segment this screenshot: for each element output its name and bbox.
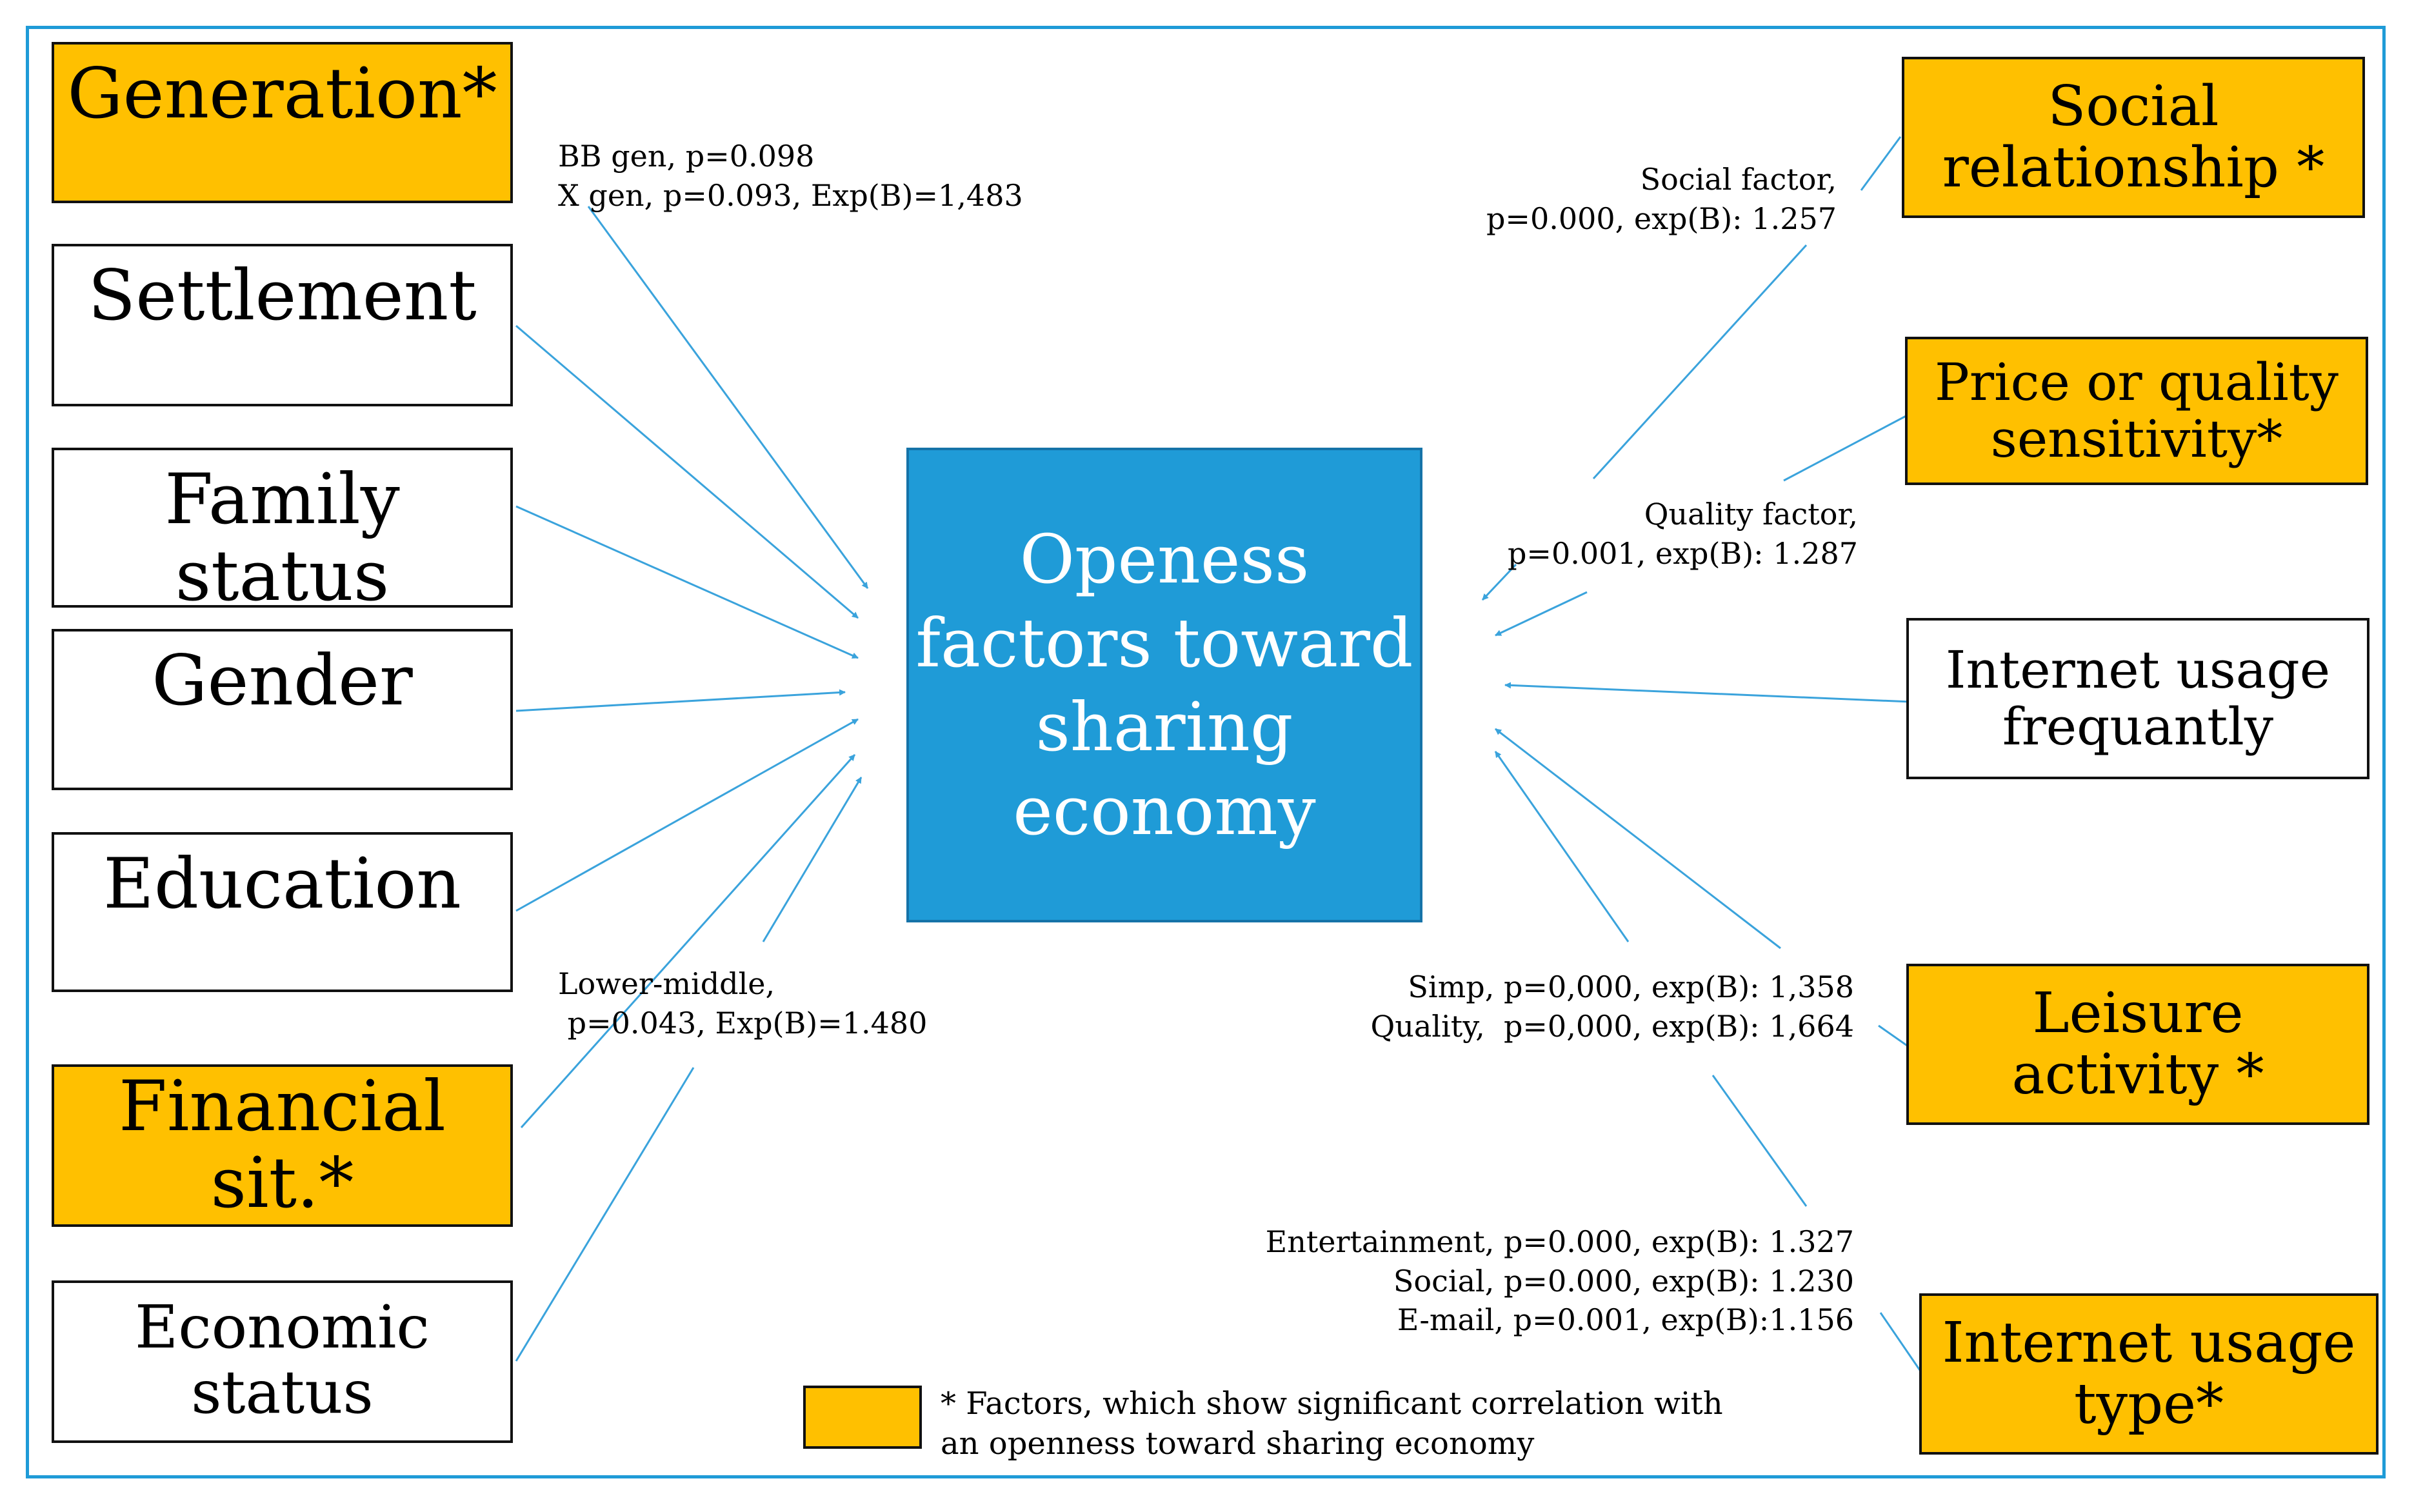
box-price-quality: Price or quality sensitivity* <box>1905 337 2368 485</box>
box-leisure-activity: Leisure activity * <box>1906 964 2369 1125</box>
arrow-education <box>515 718 859 912</box>
arrow-generation <box>587 206 869 589</box>
box-generation-label: Generation* <box>67 54 497 134</box>
arrow-social-relationship <box>1592 244 1808 480</box>
box-gender-label: Gender <box>152 641 413 721</box>
box-generation: Generation* <box>52 42 513 203</box>
box-internet-type-label: Internet usage type* <box>1942 1311 2356 1437</box>
annotation-leisure: Simp, p=0,000, exp(B): 1,358 Quality, p=… <box>1370 970 1854 1044</box>
arrow-social-relationship-head <box>1481 563 1517 601</box>
arrow-social-relationship-lead <box>1860 136 1902 191</box>
arrow-internet-frequency <box>1504 682 1911 703</box>
arrow-price-quality <box>1495 591 1588 637</box>
box-family-status-label: Family status <box>165 459 400 617</box>
box-gender: Gender <box>52 629 513 790</box>
box-leisure-activity-label: Leisure activity * <box>2011 981 2264 1107</box>
box-social-relationship: Social relationship * <box>1902 57 2365 218</box>
arrow-economic-head <box>762 777 863 942</box>
box-price-quality-label: Price or quality sensitivity* <box>1934 352 2339 469</box>
annotation-social: Social factor, p=0.000, exp(B): 1.257 <box>1486 162 1837 236</box>
arrow-internet-type <box>1494 751 1630 942</box>
box-internet-frequency-label: Internet usage frequantly <box>1945 640 2331 757</box>
box-economic-status: Economic status <box>52 1280 513 1443</box>
annotation-financial: Lower-middle, p=0.043, Exp(B)=1.480 <box>558 966 928 1040</box>
legend-swatch <box>803 1386 922 1449</box>
figure-frame <box>26 26 2386 1478</box>
box-settlement-label: Settlement <box>88 255 477 336</box>
box-internet-type: Internet usage type* <box>1919 1293 2379 1455</box>
annotation-internet-type: Entertainment, p=0.000, exp(B): 1.327 So… <box>1265 1224 1854 1338</box>
arrow-internet-type-lead-b <box>1879 1312 1924 1375</box>
box-education-label: Education <box>103 844 461 924</box>
box-economic-status-label: Economic status <box>135 1293 430 1427</box>
box-social-relationship-label: Social relationship * <box>1942 74 2325 200</box>
box-family-status: Family status <box>52 448 513 615</box>
arrow-family-status <box>515 505 859 659</box>
arrow-financial <box>520 753 856 1129</box>
arrow-settlement <box>515 324 859 619</box>
box-internet-frequency: Internet usage frequantly <box>1906 618 2369 779</box>
box-settlement: Settlement <box>52 244 513 406</box>
annotation-quality: Quality factor, p=0.001, exp(B): 1.287 <box>1507 497 1858 571</box>
legend-text: * Factors, which show significant correl… <box>941 1386 1723 1462</box>
box-financial-sit: Financial sit.* <box>52 1064 513 1227</box>
box-education: Education <box>52 832 513 992</box>
arrow-price-quality-lead <box>1783 413 1910 482</box>
center-label: Openess factors toward sharing economy <box>915 520 1413 850</box>
arrow-economic-status <box>515 1067 695 1362</box>
arrow-leisure-lead <box>1878 1024 1911 1049</box>
arrow-internet-type-lead-a <box>1711 1075 1808 1207</box>
annotation-generation: BB gen, p=0.098 X gen, p=0.093, Exp(B)=1… <box>558 139 1023 213</box>
center-openness-box: Openess factors toward sharing economy <box>906 448 1422 922</box>
box-financial-sit-label: Financial sit.* <box>119 1066 446 1224</box>
arrow-leisure <box>1495 728 1781 950</box>
arrow-gender <box>515 689 846 712</box>
